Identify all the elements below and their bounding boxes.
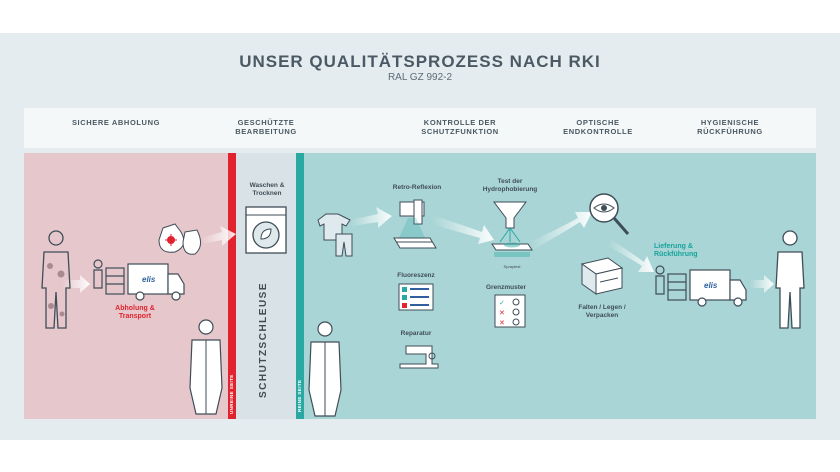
worker-clean-icon — [775, 230, 805, 329]
svg-text:✕: ✕ — [499, 310, 505, 317]
washing-machine-icon — [245, 206, 287, 254]
step-pickup-label: Abholung & Transport — [115, 305, 155, 320]
truck-logo-text: elis — [142, 275, 156, 284]
arrow-2 — [200, 226, 236, 246]
header-control: KONTROLLE DER SCHUTZFUNKTION — [421, 118, 499, 136]
clean-side-bar — [296, 153, 304, 419]
sewing-machine-icon — [399, 345, 439, 369]
step-retro-label: Retro-Reflexion — [392, 184, 442, 191]
protective-suit-worker-icon — [189, 319, 223, 415]
folded-garments-icon — [580, 257, 624, 295]
arrow-7 — [750, 275, 774, 293]
retro-reflection-device-icon — [393, 199, 437, 249]
spray-test-icon — [491, 201, 533, 257]
arrow-4 — [432, 215, 494, 244]
return-truck-logo-text: elis — [704, 281, 718, 290]
header-endcontrol: OPTISCHE ENDKONTROLLE — [563, 118, 633, 136]
header-processing: GESCHÜTZTE BEARBEITUNG — [235, 118, 297, 136]
checklist-icon — [398, 283, 434, 311]
header-band — [24, 108, 816, 148]
header-return: HYGIENISCHE RÜCKFÜHRUNG — [697, 118, 763, 136]
step-return-label: Lieferung & Rückführung — [654, 243, 698, 258]
lock-zone — [236, 153, 296, 419]
workwear-garments-icon — [317, 213, 353, 257]
step-hydro-label: Test der Hydrophobierung — [482, 178, 538, 193]
arrow-3 — [350, 207, 392, 228]
spray-plate-label: Spraytest — [503, 264, 521, 269]
step-repair-label: Reparatur — [400, 330, 432, 337]
svg-text:✓: ✓ — [499, 300, 505, 307]
arrow-5 — [530, 212, 592, 250]
svg-text:✕: ✕ — [499, 320, 505, 327]
arrow-1 — [62, 275, 90, 293]
return-truck-icon: elis — [655, 265, 747, 307]
arrow-6 — [608, 240, 654, 272]
delivery-truck-icon: elis — [93, 259, 185, 301]
header-pickup: SICHERE ABHOLUNG — [71, 118, 161, 127]
laundry-bags-icon — [158, 223, 201, 255]
unclean-side-bar — [228, 153, 236, 419]
step-grenz-label: Grenzmuster — [485, 284, 527, 291]
step-fluor-label: Fluoreszenz — [397, 272, 435, 279]
worker-soiled-icon — [41, 230, 71, 329]
step-fold-label: Falten / Legen / Verpacken — [578, 304, 626, 319]
step-wash-label: Waschen & Trocknen — [249, 182, 285, 197]
reference-sample-icon: ✓ ✕ ✕ — [494, 294, 526, 328]
lab-coat-worker-icon — [308, 321, 342, 417]
page-subtitle: RAL GZ 992-2 — [387, 72, 453, 83]
magnifier-eye-icon — [589, 193, 630, 235]
page-title: UNSER QUALITÄTSPROZESS NACH RKI — [239, 52, 601, 71]
